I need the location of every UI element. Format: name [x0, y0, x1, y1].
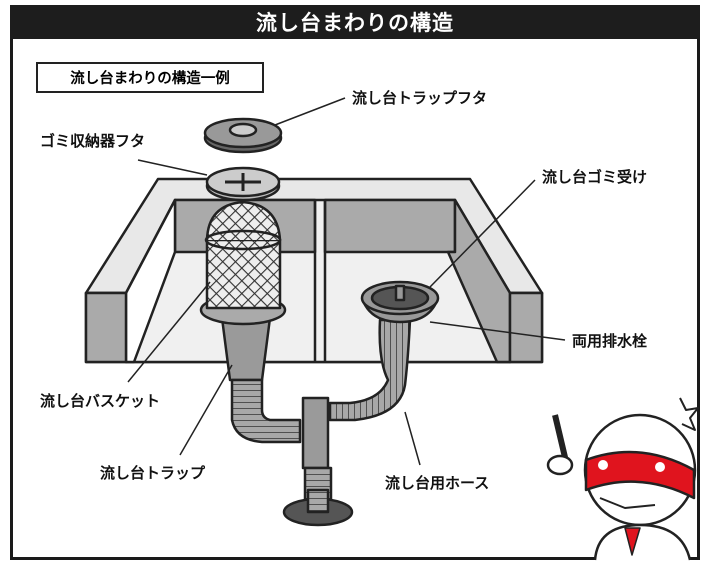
trap-pipes: [220, 316, 412, 527]
label-trap: 流し台トラップ: [100, 464, 206, 482]
sink-basket: [199, 200, 287, 326]
label-garbage-receiver: 流し台ゴミ受け: [542, 168, 648, 186]
drain-plug: [360, 280, 440, 324]
label-drain-plug: 両用排水栓: [572, 332, 648, 350]
label-garbage-lid: ゴミ収納器フタ: [40, 132, 146, 150]
leader-lines: [127, 97, 566, 466]
page-title: 流し台まわりの構造: [10, 5, 700, 39]
sink: [84, 177, 544, 364]
trap-lid: [203, 117, 283, 154]
label-trap-lid: 流し台トラップフタ: [352, 89, 488, 107]
garbage-lid: [205, 166, 281, 202]
label-hose: 流し台用ホース: [385, 474, 490, 492]
mascot-character: [546, 397, 699, 561]
subtitle-box: 流し台まわりの構造一例: [36, 62, 264, 93]
label-basket: 流し台バスケット: [40, 392, 161, 410]
